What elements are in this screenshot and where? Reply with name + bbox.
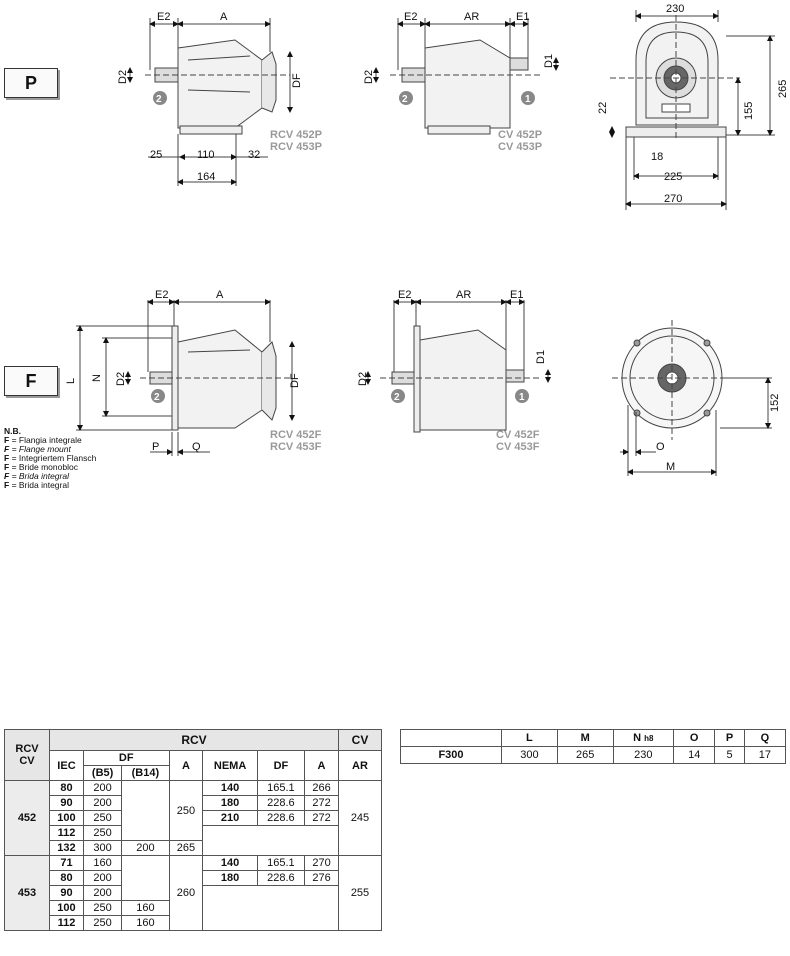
svg-text:D2: D2 — [115, 372, 127, 386]
svg-text:18: 18 — [651, 151, 663, 163]
svg-text:E2: E2 — [404, 11, 417, 23]
svg-text:E1: E1 — [516, 11, 529, 23]
b14-header: (B14) — [121, 765, 170, 781]
svg-text:A: A — [216, 289, 224, 301]
svg-text:22: 22 — [597, 102, 609, 114]
svg-text:DF: DF — [289, 373, 301, 388]
svg-text:CV 452P: CV 452P — [498, 129, 542, 141]
svg-text:152: 152 — [769, 394, 781, 412]
svg-text:270: 270 — [664, 193, 682, 205]
flange-table: L M N h8 O P Q F300 300 265 230 14 5 17 — [400, 729, 787, 764]
svg-text:O: O — [656, 441, 665, 453]
svg-text:AR: AR — [464, 11, 479, 23]
drawing-front-f — [612, 320, 772, 476]
iec-header: IEC — [49, 750, 84, 781]
a2-header: A — [304, 750, 339, 781]
svg-text:L: L — [65, 378, 77, 384]
svg-text:230: 230 — [666, 3, 684, 15]
rcv-header: RCV — [49, 729, 339, 751]
svg-text:25: 25 — [150, 149, 162, 161]
table-row: F300 300 265 230 14 5 17 — [400, 746, 787, 764]
cv-header: CV — [338, 729, 382, 751]
svg-text:Q: Q — [192, 441, 201, 453]
svg-text:D1: D1 — [535, 350, 547, 364]
label-f: F — [4, 366, 58, 396]
svg-text:CV 452F: CV 452F — [496, 429, 540, 441]
svg-text:RCV 453P: RCV 453P — [270, 141, 322, 153]
note-block: N.B. F = Flangia integrale F = Flange mo… — [4, 427, 96, 490]
ar-header: AR — [338, 750, 382, 781]
note-line: F = Flangia integrale — [4, 435, 82, 445]
svg-text:E2: E2 — [157, 11, 170, 23]
svg-text:D2: D2 — [357, 372, 369, 386]
note-line: F = Bride monobloc — [4, 462, 78, 472]
svg-text:2: 2 — [394, 392, 400, 403]
svg-text:D2: D2 — [117, 70, 129, 84]
note-line: F = Flange mount — [4, 444, 71, 454]
technical-drawings: E2 A DF D2 25 110 32 164 2 RCV 452P RCV … — [65, 3, 789, 476]
note-line: F = Integriertem Flansch — [4, 453, 97, 463]
svg-text:164: 164 — [197, 171, 215, 183]
svg-text:M: M — [666, 461, 675, 473]
svg-text:1: 1 — [525, 94, 531, 105]
svg-text:CV 453F: CV 453F — [496, 441, 540, 453]
note-title: N.B. — [4, 426, 21, 436]
drawing-cv-p — [373, 18, 559, 135]
svg-text:N: N — [91, 374, 103, 382]
drawing-rcv-p — [127, 18, 293, 186]
svg-text:2: 2 — [154, 392, 160, 403]
svg-text:265: 265 — [777, 80, 789, 98]
svg-text:D1: D1 — [543, 54, 555, 68]
note-line: F = Brida integral — [4, 480, 69, 490]
note-line: F = Brida integral — [4, 471, 69, 481]
df2-header: DF — [256, 750, 306, 781]
svg-text:E1: E1 — [510, 289, 523, 301]
svg-text:110: 110 — [197, 149, 215, 161]
df-header: DF — [82, 750, 170, 766]
svg-text:2: 2 — [156, 94, 162, 105]
svg-text:DF: DF — [291, 73, 303, 88]
b5-header: (B5) — [82, 765, 123, 781]
svg-text:E2: E2 — [155, 289, 168, 301]
svg-text:E2: E2 — [398, 289, 411, 301]
svg-text:155: 155 — [743, 102, 755, 120]
svg-text:A: A — [220, 11, 228, 23]
svg-text:2: 2 — [402, 94, 408, 105]
svg-text:CV 453P: CV 453P — [498, 141, 542, 153]
a-header: A — [168, 750, 204, 781]
svg-text:1: 1 — [519, 392, 525, 403]
svg-text:225: 225 — [664, 171, 682, 183]
svg-text:32: 32 — [248, 149, 260, 161]
label-p: P — [4, 68, 58, 98]
nema-header: NEMA — [202, 750, 258, 781]
drawing-front-p — [609, 10, 775, 210]
svg-text:RCV 452P: RCV 452P — [270, 129, 322, 141]
svg-text:D2: D2 — [363, 70, 375, 84]
svg-text:AR: AR — [456, 289, 471, 301]
svg-text:RCV 453F: RCV 453F — [270, 441, 322, 453]
drawing-cv-f — [365, 299, 551, 433]
table-header-row: L M N h8 O P Q — [400, 729, 787, 747]
drawing-rcv-f — [76, 299, 295, 456]
svg-text:P: P — [152, 441, 159, 453]
svg-text:RCV 452F: RCV 452F — [270, 429, 322, 441]
